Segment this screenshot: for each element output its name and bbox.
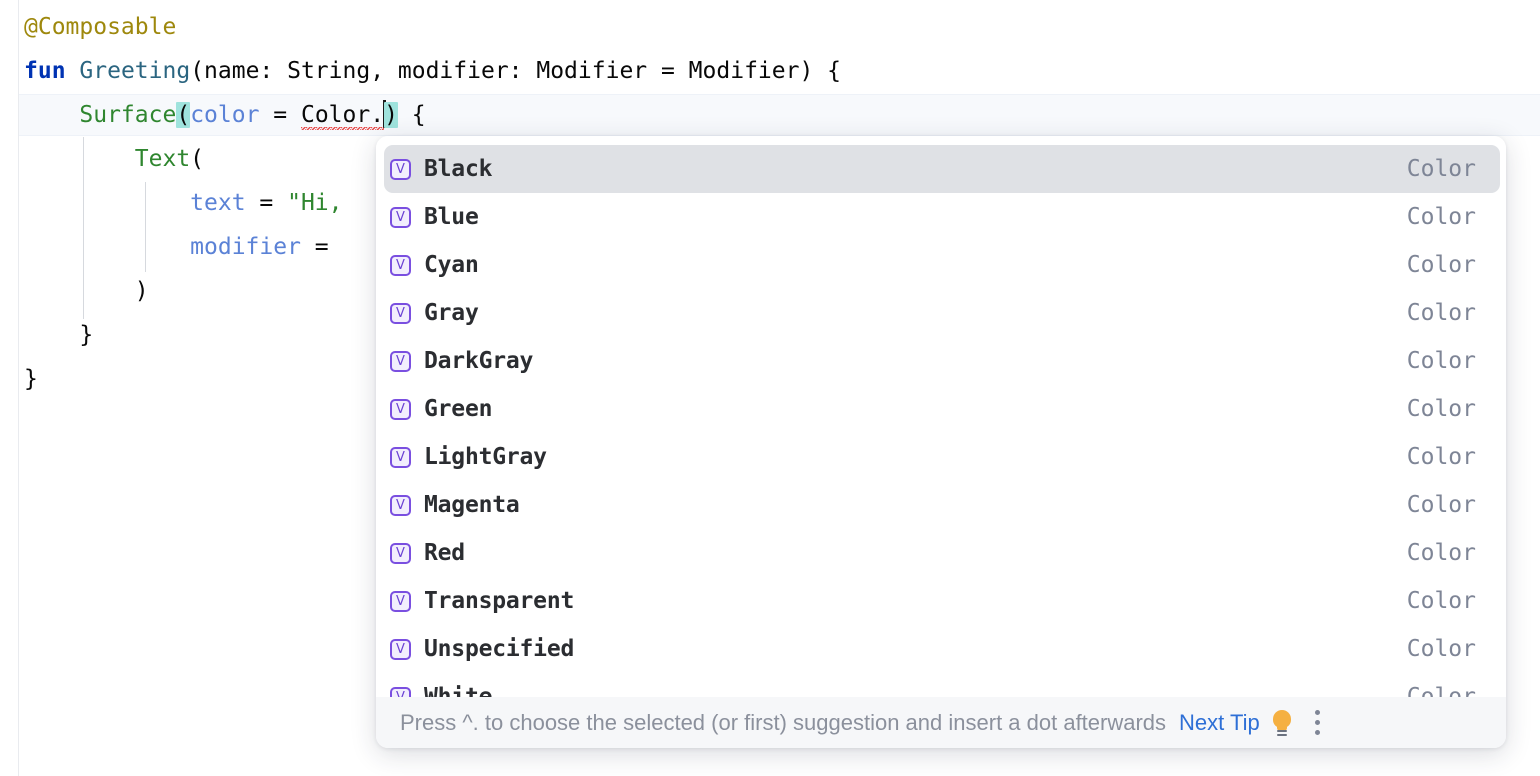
completion-item-label: Black <box>424 156 493 182</box>
code-line: ) <box>24 269 149 313</box>
code-line: modifier = <box>24 225 343 269</box>
lightbulb-icon[interactable] <box>1271 709 1293 736</box>
completion-item[interactable]: V DarkGray Color <box>376 337 1506 385</box>
code-token <box>24 146 135 172</box>
code-token: = <box>245 190 288 216</box>
code-token: } <box>24 322 94 348</box>
completion-item-label: LightGray <box>424 444 547 470</box>
completion-item-label: Blue <box>424 204 479 230</box>
completion-item-type: Color <box>1406 204 1476 230</box>
completion-item-type: Color <box>1406 492 1476 518</box>
completion-item-type: Color <box>1406 300 1476 326</box>
code-line: } <box>24 313 93 357</box>
completion-item-type: Color <box>1406 540 1476 566</box>
code-token: ) <box>24 278 149 304</box>
code-token: text <box>190 190 246 216</box>
completion-item-type: Color <box>1406 396 1476 422</box>
code-token <box>66 58 80 84</box>
completion-item-type: Color <box>1406 636 1476 662</box>
property-value-icon: V <box>390 158 411 180</box>
indent-guide <box>83 137 84 319</box>
completion-item[interactable]: V Magenta Color <box>376 481 1506 529</box>
completion-item-label: Gray <box>424 300 479 326</box>
completion-item-label: White <box>424 684 493 697</box>
indent-guide <box>145 182 146 272</box>
property-value-icon: V <box>390 686 411 697</box>
kebab-menu-icon[interactable] <box>1314 710 1321 735</box>
completion-item[interactable]: V LightGray Color <box>376 433 1506 481</box>
property-value-icon: V <box>390 542 411 564</box>
code-line: fun Greeting(name: String, modifier: Mod… <box>24 49 841 93</box>
code-token: = <box>259 102 301 128</box>
completion-item[interactable]: V Black Color <box>376 145 1506 193</box>
code-line: @Composable <box>24 5 176 49</box>
completion-hint-bar: Press ^. to choose the selected (or firs… <box>376 697 1506 748</box>
code-line: Surface(color = Color.) { <box>24 93 426 137</box>
property-value-icon: V <box>390 446 411 468</box>
code-line: } <box>24 357 38 401</box>
code-token: Surface <box>79 102 177 128</box>
code-token <box>24 234 190 260</box>
completion-item-label: Cyan <box>424 252 479 278</box>
property-value-icon: V <box>390 398 411 420</box>
code-token: @Composable <box>24 14 177 40</box>
code-token: color <box>190 102 260 128</box>
next-tip-link[interactable]: Next Tip <box>1179 709 1260 735</box>
completion-item[interactable]: V Red Color <box>376 529 1506 577</box>
property-value-icon: V <box>390 590 411 612</box>
property-value-icon: V <box>390 638 411 660</box>
property-value-icon: V <box>390 350 411 372</box>
code-line: text = "Hi, <box>24 181 343 225</box>
completion-item-type: Color <box>1406 252 1476 278</box>
code-token: modifier <box>190 234 301 260</box>
property-value-icon: V <box>390 254 411 276</box>
completion-item-label: Red <box>424 540 465 566</box>
code-token: (name: String, modifier: Modifier = Modi… <box>190 58 842 84</box>
completion-item-label: Magenta <box>424 492 520 518</box>
completion-item-type: Color <box>1406 588 1476 614</box>
code-token: { <box>397 102 426 128</box>
hint-text: Press ^. to choose the selected (or firs… <box>400 709 1167 735</box>
completion-item-label: Green <box>424 396 493 422</box>
code-token: ( <box>176 102 191 128</box>
completion-item[interactable]: V Gray Color <box>376 289 1506 337</box>
code-token: ( <box>190 146 205 172</box>
code-token: = <box>300 234 343 260</box>
completion-item[interactable]: V Unspecified Color <box>376 625 1506 673</box>
code-token: fun <box>24 58 66 84</box>
completion-item-type: Color <box>1406 156 1476 182</box>
code-token: "Hi, <box>287 190 343 216</box>
caret-line-highlight <box>19 94 1540 136</box>
property-value-icon: V <box>390 494 411 516</box>
code-line: Text( <box>24 137 204 181</box>
completion-item-label: Unspecified <box>424 636 575 662</box>
completion-item-type: Color <box>1406 444 1476 470</box>
code-token: } <box>24 366 38 392</box>
completion-item-type: Color <box>1406 348 1476 374</box>
code-token: ) <box>384 102 398 128</box>
code-token: Greeting <box>79 58 191 84</box>
completion-item[interactable]: V Cyan Color <box>376 241 1506 289</box>
code-token <box>24 190 190 216</box>
completion-item-type: Color <box>1406 684 1476 697</box>
code-token: Color. <box>300 102 385 130</box>
property-value-icon: V <box>390 206 411 228</box>
completion-item[interactable]: V Transparent Color <box>376 577 1506 625</box>
completion-item[interactable]: V Blue Color <box>376 193 1506 241</box>
completion-item-label: Transparent <box>424 588 575 614</box>
code-token <box>24 102 79 128</box>
property-value-icon: V <box>390 302 411 324</box>
code-token: Text <box>134 146 191 172</box>
completion-item[interactable]: V White Color <box>376 673 1506 697</box>
completion-item[interactable]: V Green Color <box>376 385 1506 433</box>
completion-item-label: DarkGray <box>424 348 534 374</box>
gutter-divider <box>18 0 19 776</box>
